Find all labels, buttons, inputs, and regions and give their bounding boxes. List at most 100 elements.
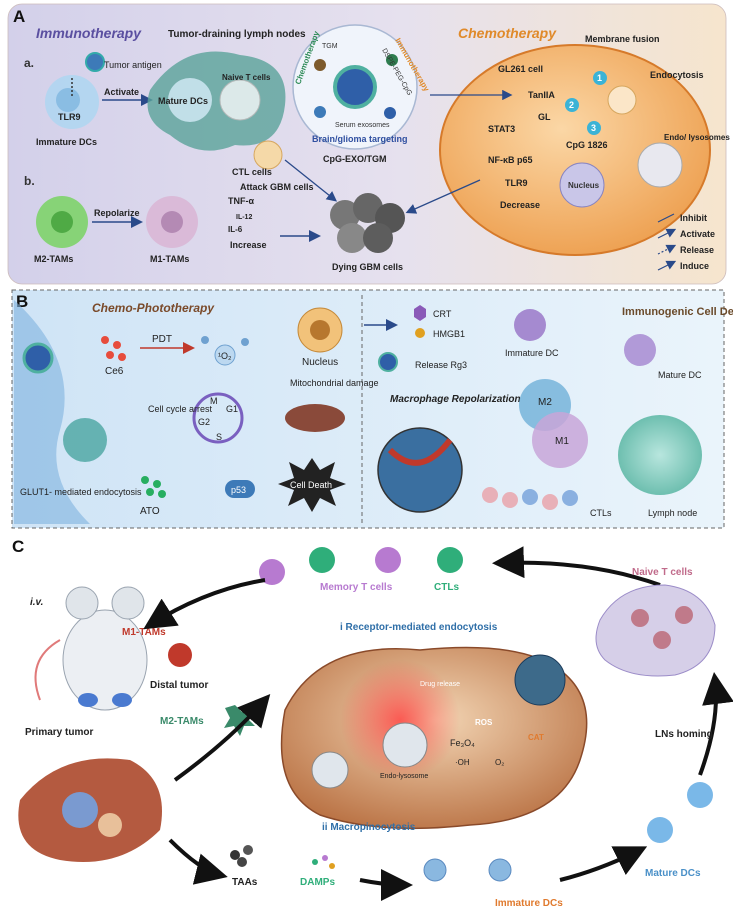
tumor-antigen-label: Tumor antigen: [104, 60, 162, 70]
legend-inhibit: Inhibit: [680, 213, 707, 223]
tumor-to-taa-arrow: [168, 838, 228, 885]
immunotherapy-title: Immunotherapy: [36, 25, 142, 41]
ctl-cells-label: CTL cells: [232, 167, 272, 177]
circle-brain-label: Brain/glioma targeting: [312, 134, 408, 144]
tnf-label: TNF-α: [228, 196, 254, 206]
g1-label: G1: [226, 404, 238, 414]
macropino-label: ii Macropinocytosis: [322, 822, 416, 833]
damps-icon: [312, 855, 335, 869]
memory-t-label: Memory T cells: [320, 582, 393, 593]
dc-to-mature-arrow: [559, 846, 648, 882]
tumor-to-tam-arrow: [173, 693, 271, 782]
endocytosis-label: Endocytosis: [650, 70, 704, 80]
naive-t-label: Naive T cells: [222, 73, 271, 82]
panel-b-background: [11, 289, 725, 529]
endo-lyso-label: Endo/ lysosomes: [664, 133, 730, 142]
panel-b: B Chemo-Phototherapy GLUT1- mediated end…: [11, 289, 733, 529]
m2-tam-cell: [36, 196, 88, 248]
cell-death-label: Cell Death: [290, 480, 332, 490]
ato-dots: [141, 476, 166, 498]
ctl-to-gbm-arrow: [284, 159, 338, 202]
il12-label: IL-12: [236, 214, 252, 221]
sub-b-label: b.: [24, 174, 35, 188]
mitochondria-icon: [285, 404, 345, 432]
ctl-row: [482, 487, 578, 510]
cell-death-burst: [278, 458, 346, 512]
decrease-label: Decrease: [500, 200, 540, 210]
repolarize-label: Repolarize: [94, 208, 140, 218]
immature-dcs-c-label: Immature DCs: [495, 898, 563, 909]
mature-dc-b-label: Mature DC: [658, 370, 702, 380]
lns-homing-arrow: [698, 672, 733, 776]
nanoparticle-icon: [22, 342, 54, 374]
legend-a: [657, 213, 677, 271]
icd-title: Immunogenic Cell Death: [622, 306, 733, 318]
gl261-label: GL261 cell: [498, 64, 543, 74]
p53-label: p53: [231, 485, 246, 495]
ce6-label: Ce6: [105, 366, 124, 377]
gl-label: GL: [538, 112, 551, 122]
lns-homing-label: LNs homing: [655, 729, 713, 740]
lymph-node-shape: [147, 51, 286, 151]
naive-t-c-label: Naive T cells: [632, 567, 693, 578]
crt-label: CRT: [433, 309, 452, 319]
p53-badge: [225, 480, 255, 498]
mouse-icon: [34, 586, 148, 711]
m2-tams-c-label: M2-TAMs: [160, 716, 204, 727]
exo-label: CpG-EXO/TGM: [323, 154, 387, 164]
m1-tam-icon: [168, 643, 192, 667]
crt-icon: [414, 305, 426, 321]
m1-tams-label: M1-TAMs: [150, 254, 189, 264]
fe3o4-label: Fe₃O₄: [450, 738, 475, 748]
nucleus-b-icon: [297, 307, 343, 353]
step-2: 2: [569, 100, 574, 110]
m1-tam-cell: [146, 196, 198, 248]
m2-tam-icon: [224, 705, 255, 736]
cell-cycle-label: Cell cycle arrest: [148, 404, 213, 414]
macrophage-repol-cells: [519, 379, 588, 468]
ctl-to-mouse-arrow: [143, 578, 266, 630]
mature-dc-b-icon: [624, 334, 656, 366]
attack-gbm-label: Attack GBM cells: [240, 182, 314, 192]
taas-label: TAAs: [232, 877, 258, 888]
glut1-label: GLUT1- mediated endocytosis: [20, 487, 142, 497]
m-label: M: [210, 396, 218, 406]
tumor-tissue: [18, 758, 162, 862]
legend-activate: Activate: [680, 229, 715, 239]
rg3-nanoparticle: [378, 352, 398, 372]
stat3-label: STAT3: [488, 124, 515, 134]
damps-label: DAMPs: [300, 877, 335, 888]
oh-label: ·OH: [455, 758, 470, 767]
immature-dc-b-label: Immature DC: [505, 348, 559, 358]
lymph-node-b-icon: [618, 415, 702, 495]
panel-c-letter: C: [12, 537, 24, 556]
gl261-to-gbm-arrow: [405, 179, 481, 214]
circle-tgm-label: TGM: [322, 43, 338, 50]
nfkb-label: NF-κB p65: [488, 155, 533, 165]
o2-c-label: O₂: [495, 758, 504, 767]
tlr9-right-label: TLR9: [505, 178, 528, 188]
o2-label: ¹O₂: [218, 351, 232, 361]
ctls-c-label: CTLs: [434, 582, 459, 593]
endosome-icon: [63, 418, 107, 462]
panel-a: A Immunotherapy Tumor-draining lymph nod…: [7, 3, 730, 285]
legend-induce: Induce: [680, 261, 709, 271]
mature-dcs-icons: [647, 782, 713, 843]
drug-release-label: Drug release: [420, 681, 460, 688]
taas-icon: [230, 845, 253, 867]
ce6-dots: [101, 336, 126, 361]
tumor-zoom-circle: [377, 427, 463, 513]
exosome-icon: [85, 52, 105, 72]
naive-t-lymph-node: [595, 584, 716, 677]
ctls-b-label: CTLs: [590, 508, 612, 518]
s-label: S: [216, 432, 222, 442]
panel-a-letter: A: [13, 7, 25, 26]
m2-label: M2: [538, 397, 552, 408]
macro-repol-title: Macrophage Repolarization: [390, 394, 521, 405]
naive-to-ctl-arrow: [492, 546, 661, 587]
activate-label: Activate: [104, 87, 139, 97]
tlr9-left-label: TLR9: [58, 112, 81, 122]
immature-dcs-label: Immature DCs: [36, 137, 97, 147]
lymph-node-label: Lymph node: [648, 508, 697, 518]
